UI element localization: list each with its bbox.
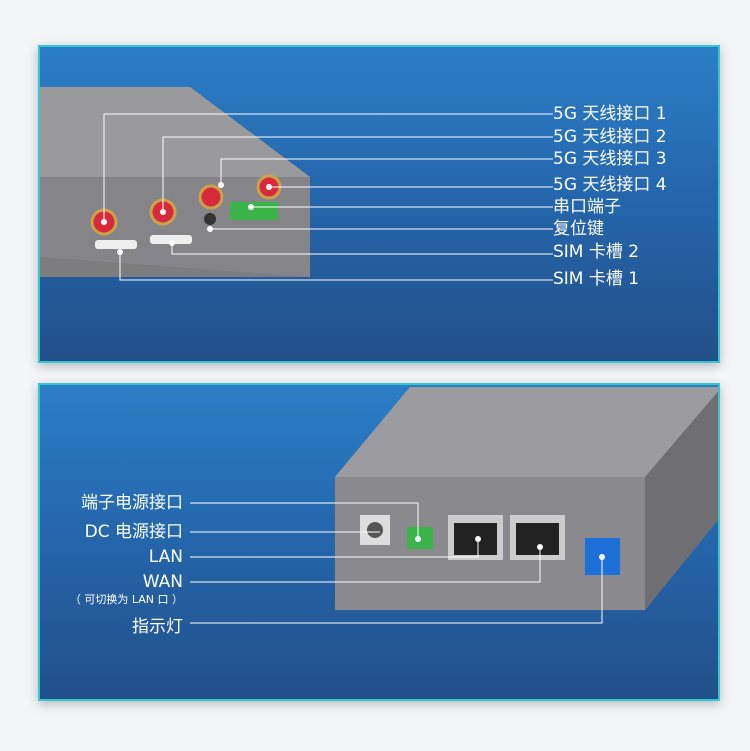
label-5g-antenna-1: 5G 天线接口 1 [553, 104, 667, 124]
top-device-panel: 5G 天线接口 1 5G 天线接口 2 5G 天线接口 3 5G 天线接口 4 … [38, 45, 720, 363]
bottom-device-panel: 端子电源接口 DC 电源接口 LAN WAN （ 可切换为 LAN 口 ） 指示… [38, 383, 720, 701]
label-terminal-power: 端子电源接口 [81, 493, 183, 513]
label-5g-antenna-3: 5G 天线接口 3 [553, 149, 667, 169]
label-wan-note: （ 可切换为 LAN 口 ） [69, 593, 183, 606]
label-sim-slot-2: SIM 卡槽 2 [553, 242, 640, 262]
label-dc-power: DC 电源接口 [84, 522, 183, 542]
label-sim-slot-1: SIM 卡槽 1 [553, 269, 640, 289]
label-wan: WAN [142, 572, 183, 592]
router-front-illustration [40, 87, 553, 281]
label-5g-antenna-4: 5G 天线接口 4 [553, 175, 667, 195]
label-serial-terminal: 串口端子 [553, 197, 621, 217]
label-indicator-lights: 指示灯 [132, 617, 183, 637]
label-5g-antenna-2: 5G 天线接口 2 [553, 127, 667, 147]
label-lan: LAN [148, 547, 183, 567]
label-reset-button: 复位键 [553, 219, 604, 239]
router-back-illustration [190, 387, 718, 624]
